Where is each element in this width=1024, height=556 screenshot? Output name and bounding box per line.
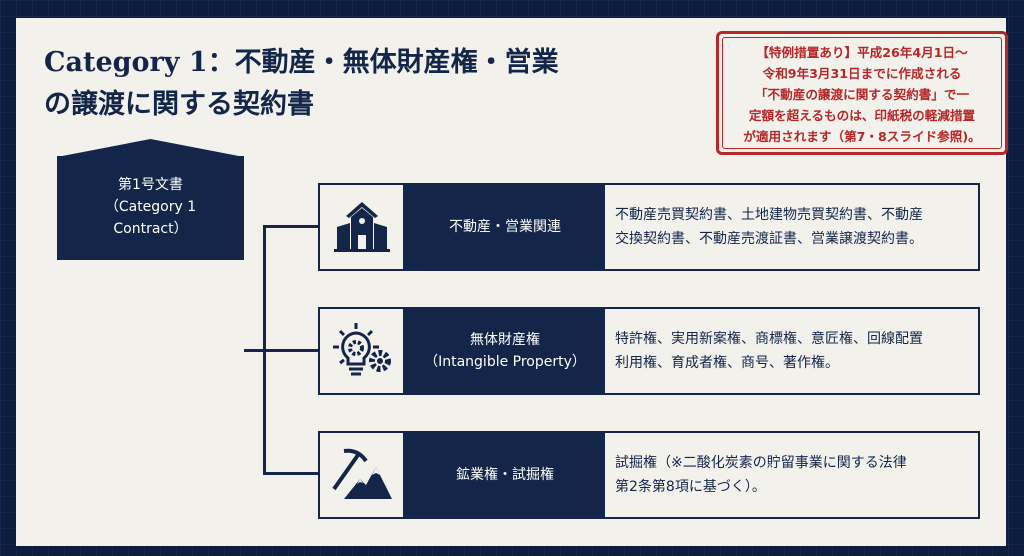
row-desc-line: 不動産売買契約書、土地建物売買契約書、不動産	[615, 207, 923, 223]
category-row: 鉱業権・試掘権 試掘権（※二酸化炭素の貯留事業に関する法律第2条第8項に基づく）…	[318, 431, 980, 519]
connector	[244, 349, 318, 352]
row-desc-line: 特許権、実用新案権、商標権、意匠権、回線配置	[615, 331, 923, 347]
root-node: 第1号文書 （Category 1 Contract）	[57, 156, 244, 260]
root-line: Contract）	[113, 221, 188, 237]
root-roof	[57, 139, 244, 157]
building-icon	[320, 185, 405, 269]
slide-panel: Category 1：不動産・無体財産権・営業 の譲渡に関する契約書 【特例措置…	[16, 18, 1008, 546]
row-desc-line: 交換契約書、不動産売渡証書、営業譲渡契約書。	[615, 231, 923, 247]
row-desc-line: 試掘権（※二酸化炭素の貯留事業に関する法律	[615, 455, 907, 471]
row-desc-line: 第2条第8項に基づく）。	[615, 479, 766, 495]
row-label: 無体財産権	[470, 332, 540, 348]
root-line: 第1号文書	[118, 177, 183, 193]
notice-line: 「不動産の譲渡に関する契約書」で一	[754, 87, 970, 102]
category-row: 無体財産権 （Intangible Property） 特許権、実用新案権、商標権…	[318, 307, 980, 395]
notice-line: 【特例措置あり】平成26年4月1日～	[756, 45, 968, 60]
special-measure-stamp: 【特例措置あり】平成26年4月1日～ 令和9年3月31日までに作成される 「不動…	[716, 31, 1008, 155]
slide-title: Category 1：不動産・無体財産権・営業 の譲渡に関する契約書	[44, 42, 559, 126]
row-label: （Intangible Property）	[424, 354, 586, 370]
notice-line: が適用されます（第7・8スライド参照)。	[743, 129, 981, 144]
connector	[263, 225, 318, 228]
title-line: の譲渡に関する契約書	[44, 89, 314, 120]
category-row: 不動産・営業関連 不動産売買契約書、土地建物売買契約書、不動産交換契約書、不動産…	[318, 183, 980, 271]
title-line: Category 1：不動産・無体財産権・営業	[44, 47, 559, 78]
pickaxe-mountain-icon	[320, 433, 405, 517]
notice-line: 定額を超えるものは、印紙税の軽減措置	[748, 108, 976, 123]
root-line: （Category 1	[104, 199, 197, 215]
row-desc-line: 利用権、育成者権、商号、著作権。	[615, 355, 839, 371]
notice-line: 令和9年3月31日までに作成される	[762, 66, 962, 81]
row-label: 鉱業権・試掘権	[456, 467, 554, 483]
row-label: 不動産・営業関連	[449, 219, 561, 235]
connector	[263, 472, 318, 475]
lightbulb-gear-icon	[320, 309, 405, 393]
connector	[263, 225, 266, 474]
